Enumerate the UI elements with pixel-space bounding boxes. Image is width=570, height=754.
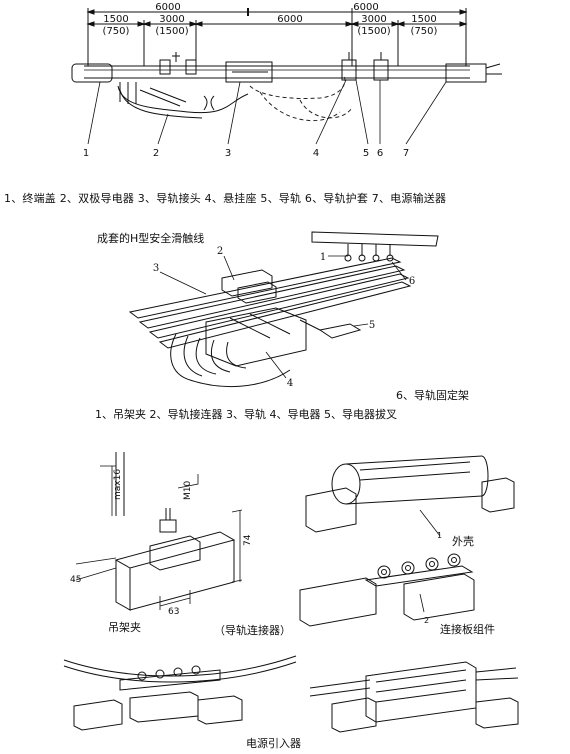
mid-callout-4: 4 [287, 378, 293, 389]
top-dashed-collector [249, 75, 353, 122]
mid-callout-2: 2 [217, 246, 223, 257]
connector-shell-drawing [305, 455, 515, 537]
middle-leader-lines [159, 255, 407, 379]
label-power-feeder: 电源引入器 [246, 737, 301, 750]
dim-mid-5: 1500 [411, 14, 436, 25]
dim-top-right: 6000 [353, 2, 378, 13]
dim-sub-1: (750) [103, 26, 130, 37]
dim-sub-3: (1500) [357, 26, 390, 37]
middle-callouts: 1 2 3 4 5 6 [153, 246, 415, 389]
mid-callout-1: 1 [320, 252, 326, 263]
bottom-callouts: 1 2 [424, 531, 442, 625]
dim-mid-2: 3000 [159, 14, 184, 25]
rail-joint-shape [225, 61, 273, 83]
top-caption: 1、终端盖 2、双极导电器 3、导轨接头 4、悬挂座 5、导轨 6、导轨护套 7… [4, 192, 447, 205]
callout-7: 7 [403, 148, 409, 159]
callout-1: 1 [83, 148, 89, 159]
dim-74: 74 [243, 534, 253, 546]
label-rail-connector: （导轨连接器） [214, 624, 291, 637]
callout-3: 3 [225, 148, 231, 159]
label-hanger-clamp: 吊架夹 [108, 621, 141, 634]
end-cap-shape [71, 63, 113, 83]
mid-callout-6: 6 [409, 276, 415, 287]
dim-top-left: 6000 [155, 2, 180, 13]
middle-caption-fixing: 6、导轨固定架 [396, 389, 469, 402]
dim-mid-1: 1500 [103, 14, 128, 25]
mid-callout-3: 3 [153, 263, 159, 274]
power-feeder-shape [445, 63, 487, 83]
middle-title: 成套的H型安全滑触线 [97, 232, 205, 245]
top-callouts: 1 2 3 4 5 6 7 [83, 148, 409, 159]
hanger-dims: max16 M10 74 45 63 [70, 469, 253, 617]
dim-max16: max16 [113, 469, 123, 500]
feeder-right-drawing [309, 661, 519, 733]
top-leader-lines [87, 79, 447, 145]
top-rail-assembly [71, 52, 502, 119]
middle-assembly [128, 231, 439, 387]
callout-6: 6 [377, 148, 383, 159]
dim-mid-3: 6000 [277, 14, 302, 25]
hanger-clamp-drawing [75, 452, 243, 611]
connector-plate-drawing [299, 553, 475, 627]
callout-4: 4 [313, 148, 319, 159]
mid-callout-5: 5 [369, 320, 375, 331]
dim-mid-4: 3000 [361, 14, 386, 25]
dim-m10: M10 [183, 481, 193, 500]
callout-2: 2 [153, 148, 159, 159]
callout-shell: 1 [437, 531, 442, 540]
dim-63: 63 [168, 607, 179, 617]
feeder-left-drawing [63, 655, 297, 731]
callout-plate: 2 [424, 616, 429, 625]
middle-caption: 1、吊架夹 2、导轨接连器 3、导轨 4、导电器 5、导电器拔叉 [95, 408, 397, 421]
dim-45: 45 [70, 575, 81, 585]
label-connecting-plate: 连接板组件 [440, 623, 495, 636]
dim-sub-2: (1500) [155, 26, 188, 37]
callout-5: 5 [363, 148, 369, 159]
dim-sub-4: (750) [411, 26, 438, 37]
label-shell: 外壳 [452, 535, 474, 548]
top-dimension-lines [86, 8, 468, 66]
top-dimension-texts: 6000 6000 1500 3000 6000 3000 1500 (750)… [103, 2, 438, 37]
